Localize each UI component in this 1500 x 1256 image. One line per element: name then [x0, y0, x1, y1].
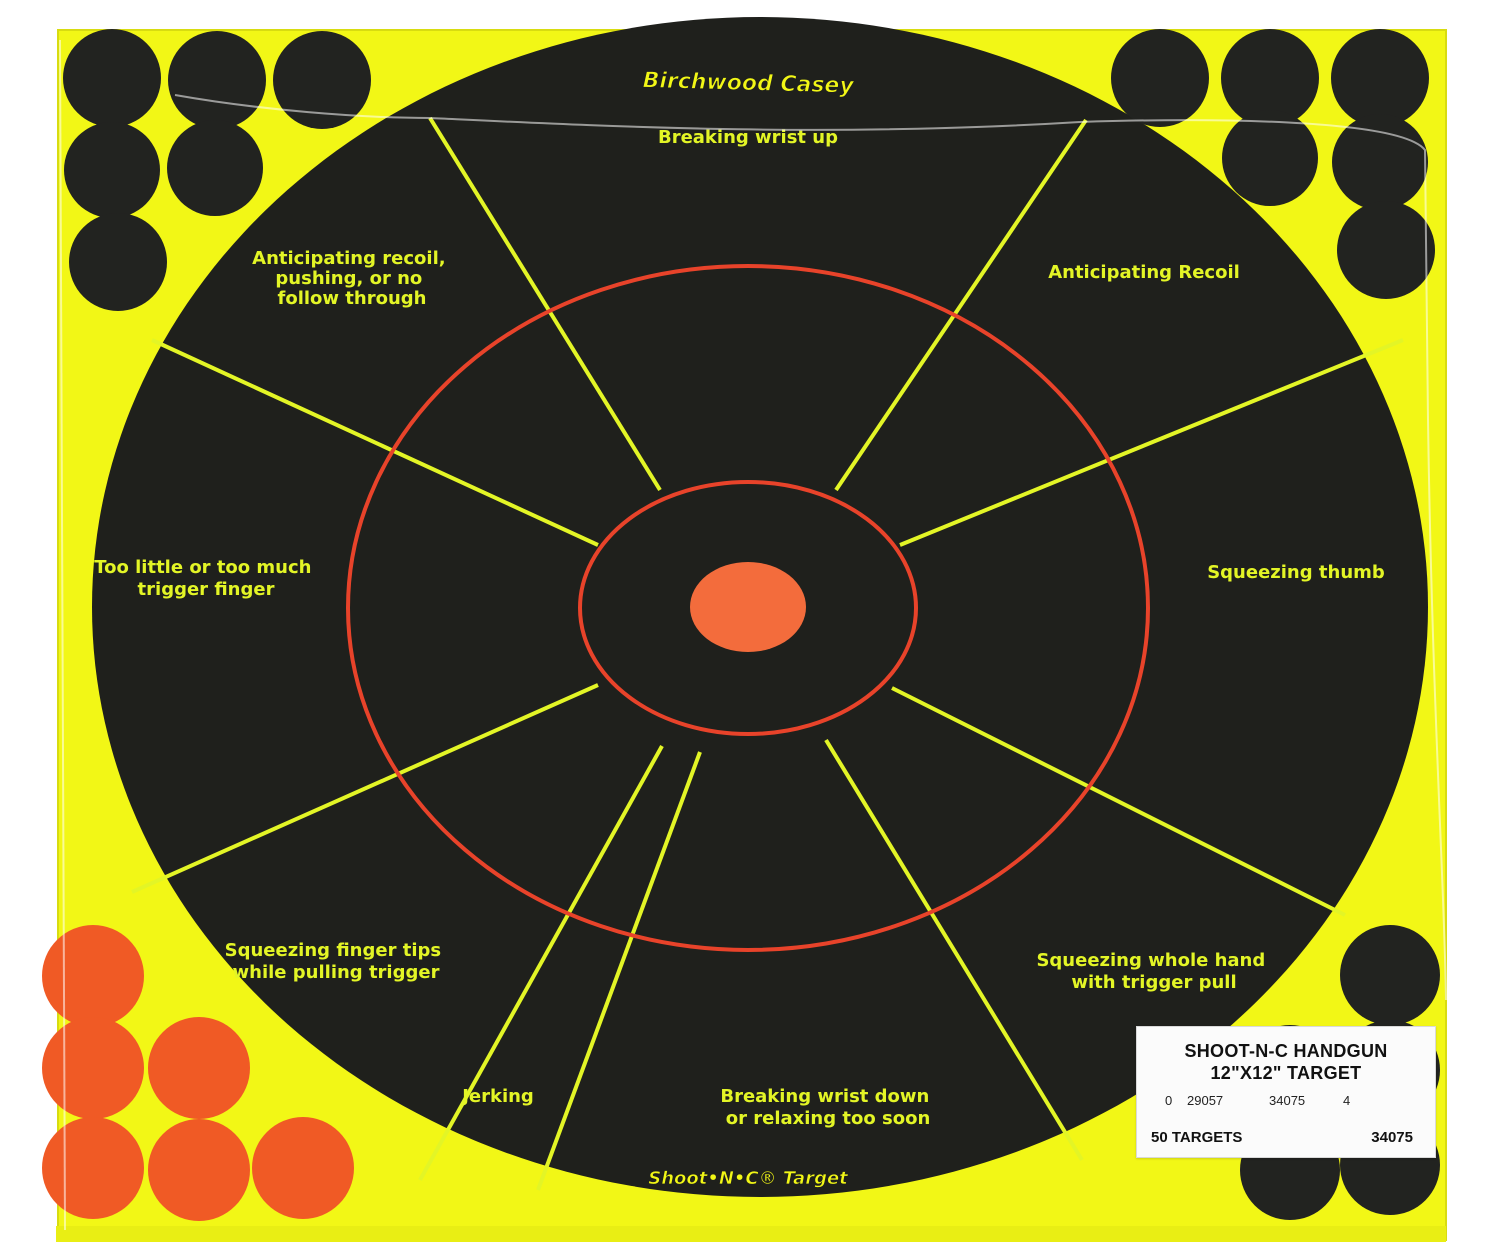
label-squeezing-whole-hand: Squeezing whole hand with trigger pull [1036, 950, 1271, 993]
package-count: 50 TARGETS [1151, 1129, 1243, 1146]
barcode-digits: 0 29057 34075 4 [1165, 1093, 1351, 1108]
segment-dividers [131, 116, 1404, 1191]
label-squeezing-thumb: Squeezing thumb [1207, 562, 1385, 583]
label-anticipating-recoil-pushing: Anticipating recoil, pushing, or no foll… [252, 248, 452, 309]
label-anticipating-recoil: Anticipating Recoil [1048, 262, 1240, 283]
bullseye [690, 562, 806, 652]
label-squeezing-finger-tips: Squeezing finger tips while pulling trig… [225, 940, 448, 983]
package-label-line1: SHOOT-N-C HANDGUN [1184, 1041, 1388, 1061]
label-breaking-wrist-down: Breaking wrist down or relaxing too soon [720, 1086, 935, 1129]
package-label: SHOOT-N-C HANDGUN 12"X12" TARGET 0 29057… [1136, 1026, 1436, 1158]
package-label-line2: 12"X12" TARGET [1210, 1063, 1362, 1083]
package-code: 34075 [1371, 1129, 1413, 1146]
brand-bottom-text: Shoot•N•C® Target [648, 1168, 849, 1189]
pasters-orange-bottom-left [42, 925, 354, 1221]
brand-top-text: Birchwood Casey [642, 68, 855, 99]
shrink-wrap [59, 39, 1447, 1231]
label-breaking-wrist-up: Breaking wrist up [658, 127, 838, 148]
label-jerking: Jerking [460, 1086, 534, 1107]
outer-ring [346, 264, 1150, 952]
label-too-little-too-much: Too little or too much trigger finger [94, 557, 318, 600]
